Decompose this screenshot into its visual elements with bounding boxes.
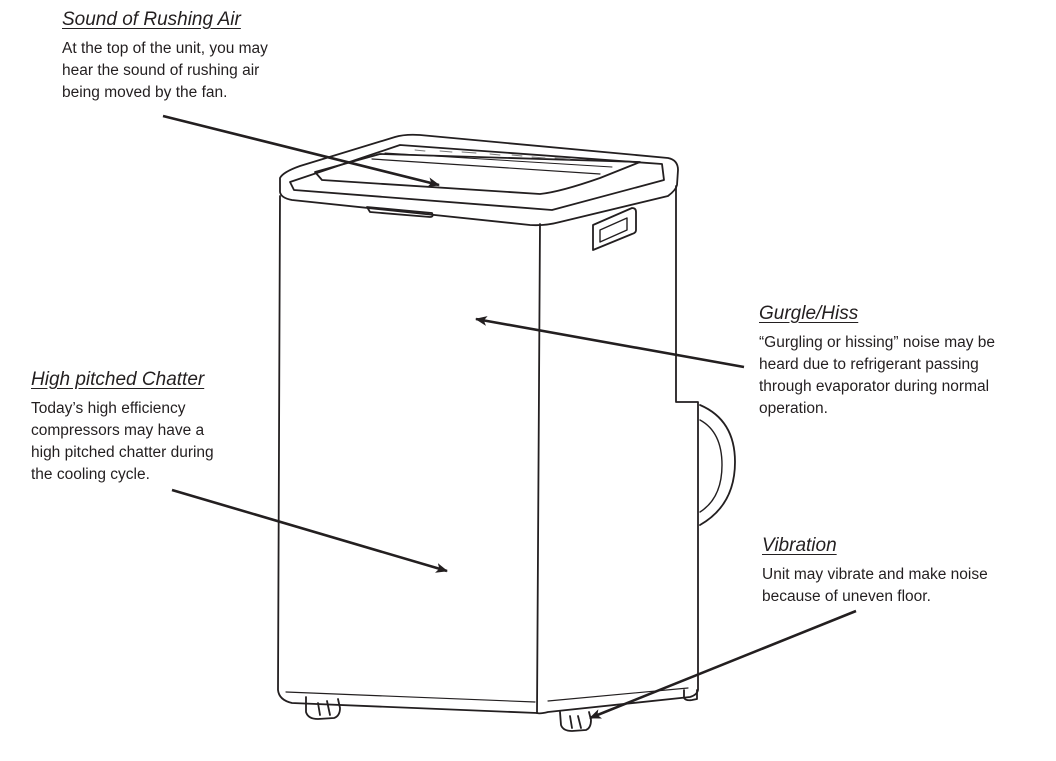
callout-body: At the top of the unit, you may hear the… xyxy=(62,40,268,101)
caster-front-left xyxy=(305,696,341,720)
caster-front-right xyxy=(559,711,592,732)
unit-top-rim xyxy=(279,133,679,227)
callout-body: Today’s high efficiency compressors may … xyxy=(31,400,214,483)
exhaust-connector xyxy=(699,404,736,526)
callout-rushing-air: Sound of Rushing Air At the top of the u… xyxy=(62,8,322,104)
arrow-rushing-air xyxy=(162,114,440,188)
callout-title: Sound of Rushing Air xyxy=(62,9,241,30)
unit-side-panel xyxy=(536,185,699,715)
control-panel xyxy=(414,149,571,160)
side-handle xyxy=(592,207,637,251)
callout-title: Gurgle/Hiss xyxy=(759,303,859,324)
arrow-vibration xyxy=(589,609,857,720)
callout-title: Vibration xyxy=(762,535,837,556)
arrow-chatter xyxy=(171,488,448,573)
callout-title: High pitched Chatter xyxy=(31,369,205,390)
arrow-gurgle-hiss xyxy=(475,316,745,369)
callout-chatter: High pitched Chatter Today’s high effici… xyxy=(31,368,271,486)
callout-vibration: Vibration Unit may vibrate and make nois… xyxy=(762,534,1042,608)
callout-gurgle-hiss: Gurgle/Hiss “Gurgling or hissing” noise … xyxy=(759,302,1049,420)
callout-body: “Gurgling or hissing” noise may be heard… xyxy=(759,334,996,417)
unit-top-inner-rim xyxy=(289,144,665,211)
unit-front-panel xyxy=(277,195,538,714)
air-outlet-panel xyxy=(314,153,641,195)
unit-corner-edge xyxy=(536,223,541,714)
front-handle-recess xyxy=(366,206,434,218)
caster-rear-right xyxy=(683,689,698,702)
callout-body: Unit may vibrate and make noise because … xyxy=(762,566,988,605)
